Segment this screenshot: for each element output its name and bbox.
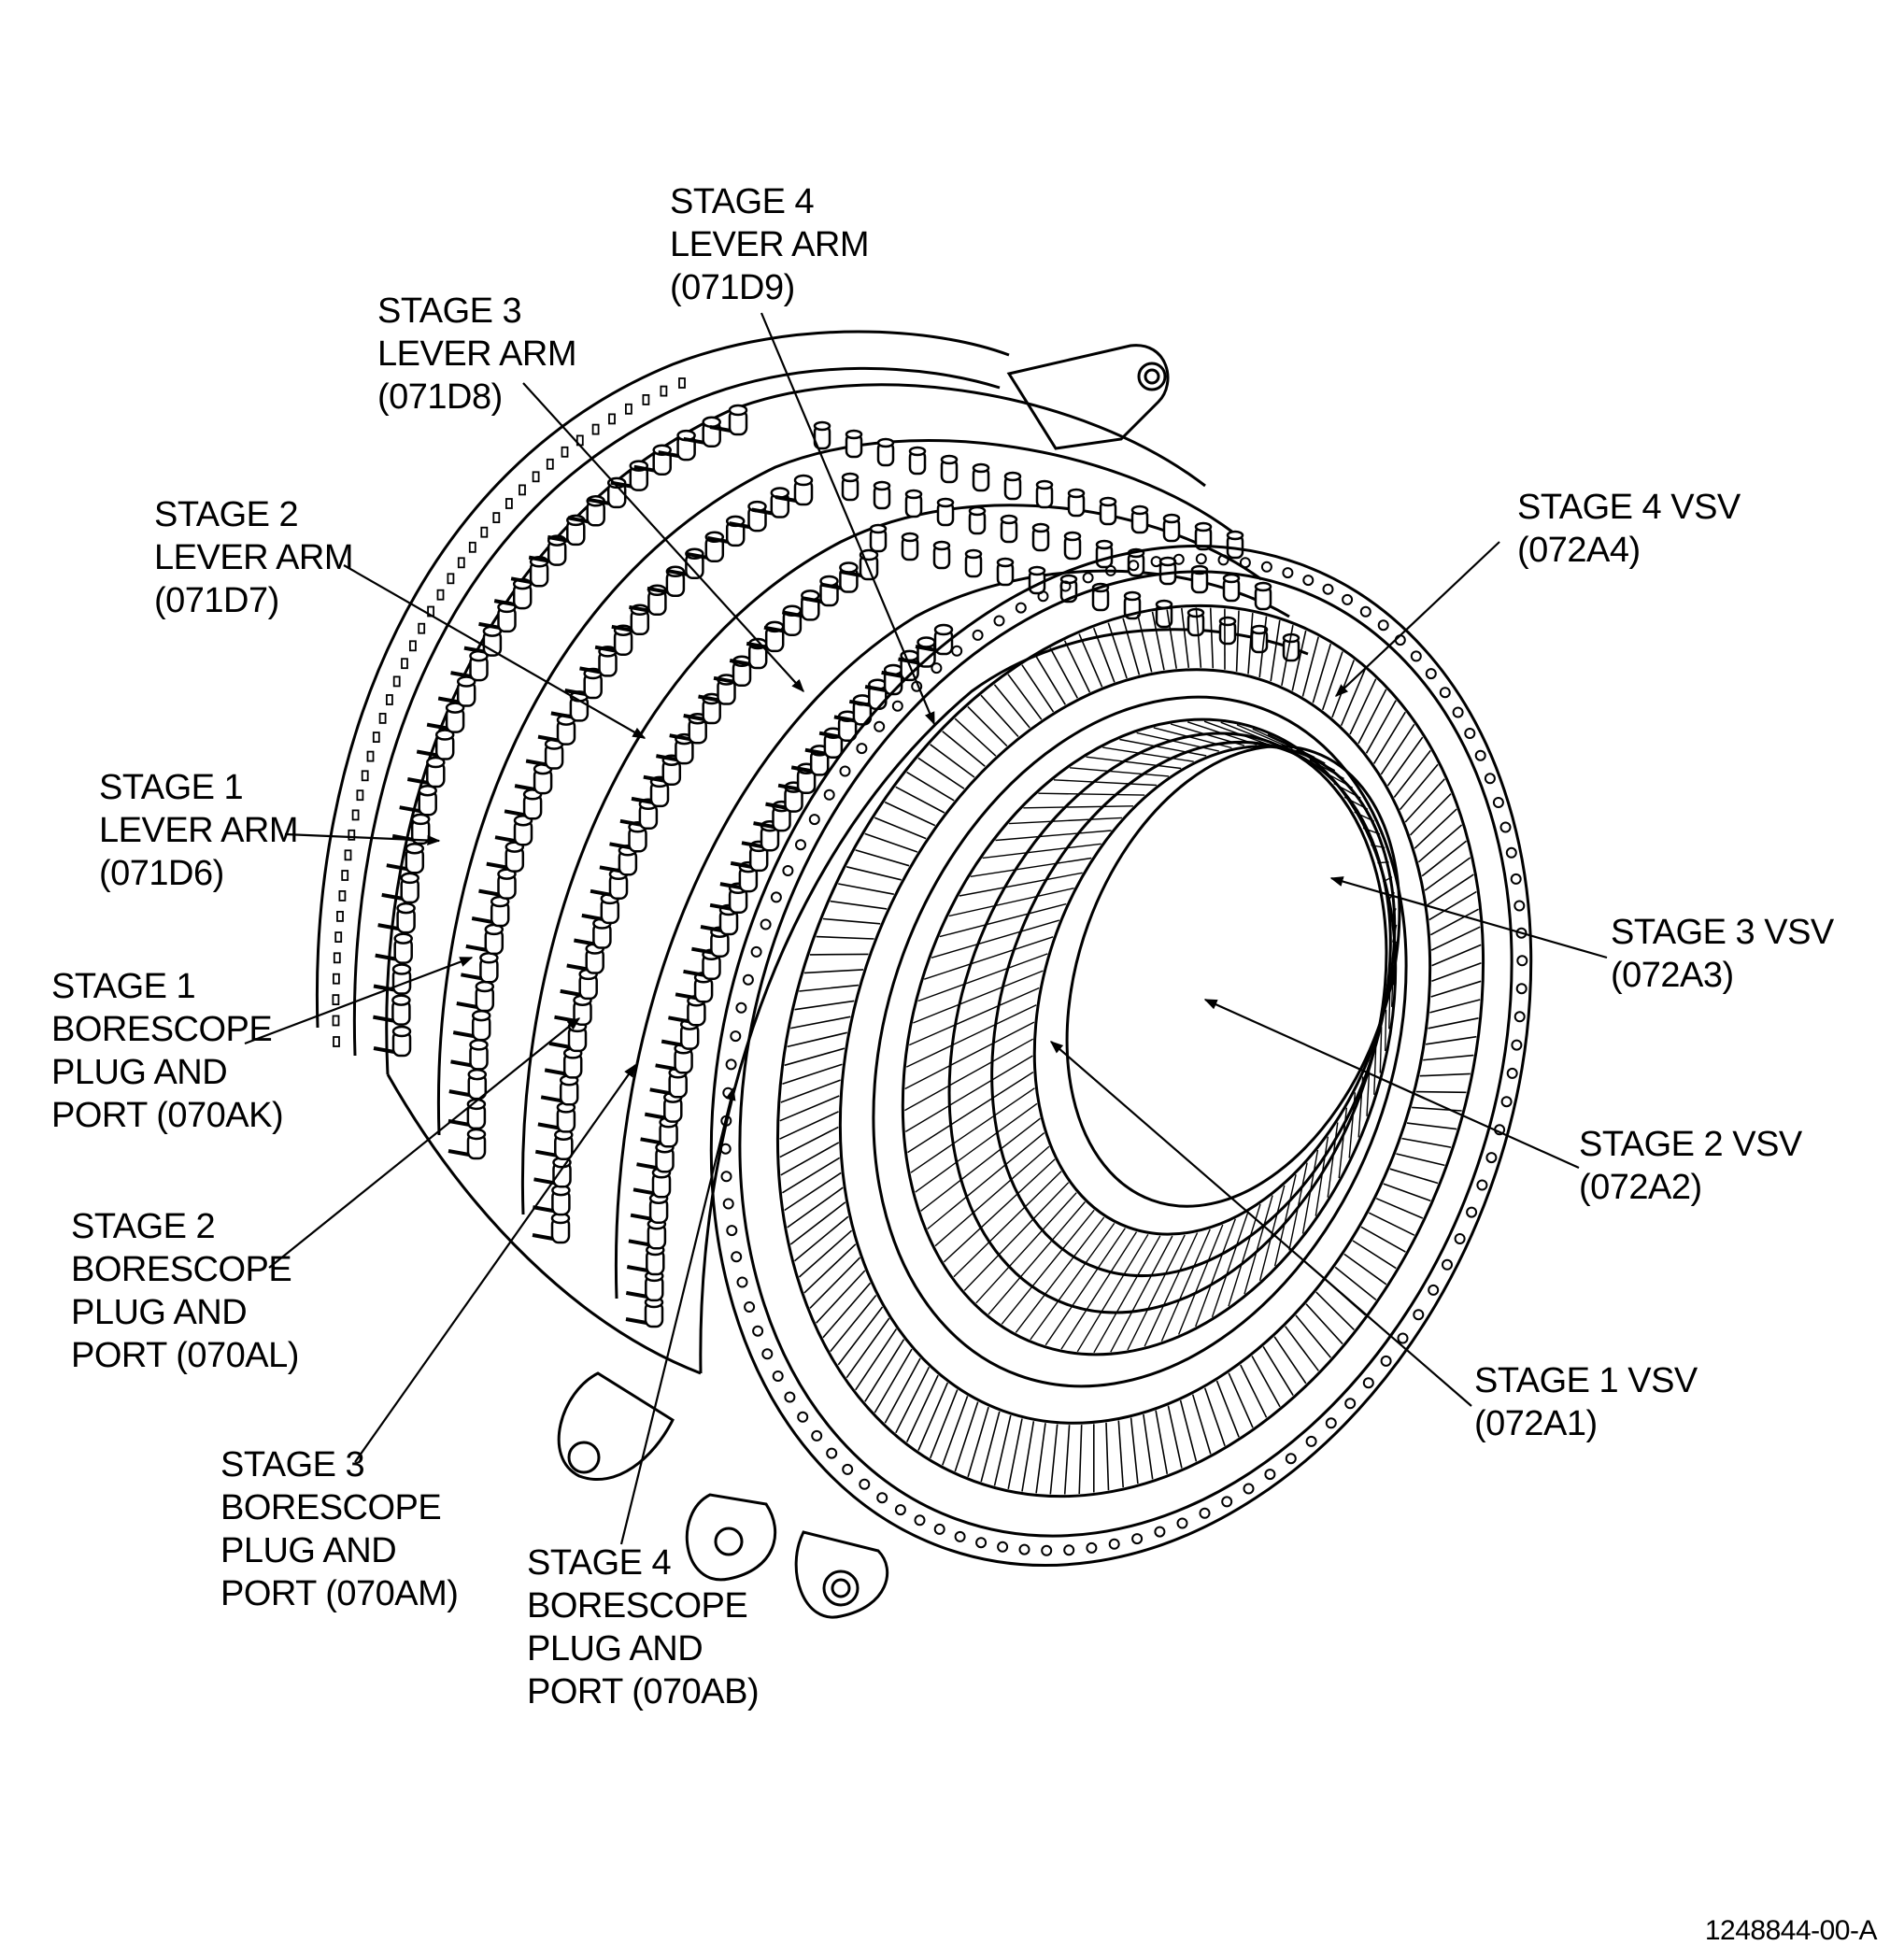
leader-stage2-vsv	[1203, 998, 1580, 1170]
callout-line: (072A1)	[1474, 1404, 1598, 1443]
callout-line: LEVER ARM	[154, 538, 354, 577]
callout-line: LEVER ARM	[377, 334, 577, 374]
top-mounting-lug	[1006, 344, 1170, 450]
callout-line: (071D8)	[377, 377, 503, 417]
callout-stage1-vsv: STAGE 1 VSV (072A1)	[1474, 1359, 1698, 1445]
callout-line: STAGE 1	[51, 967, 196, 1006]
leader-stage3-lever-arm	[522, 382, 804, 693]
callout-line: BORESCOPE	[51, 1010, 273, 1049]
back-flange-bolt-holes	[332, 377, 686, 1047]
callout-stage4-lever-arm: STAGE 4 LEVER ARM (071D9)	[670, 180, 870, 309]
leader-stage1-borescope	[244, 956, 474, 1045]
inner-vane-rings	[901, 717, 1401, 1356]
callout-line: PLUG AND	[220, 1531, 397, 1570]
lever-arm-actuators	[373, 404, 1300, 1328]
callout-line: PORT (070AL)	[71, 1336, 299, 1375]
callout-stage2-vsv: STAGE 2 VSV (072A2)	[1579, 1123, 1802, 1209]
drawing-number: 1248844-00-A	[1704, 1915, 1878, 1946]
callout-line: PLUG AND	[51, 1053, 228, 1092]
callout-line: (072A3)	[1611, 956, 1734, 995]
leader-stage4-borescope	[619, 1087, 736, 1545]
callout-line: STAGE 4	[670, 182, 815, 221]
callout-leaders	[244, 312, 1608, 1545]
callout-line: (072A2)	[1579, 1168, 1702, 1207]
callout-line: LEVER ARM	[99, 811, 299, 850]
callout-line: STAGE 4 VSV	[1517, 488, 1741, 527]
callout-stage3-vsv: STAGE 3 VSV (072A3)	[1611, 911, 1834, 997]
callout-line: STAGE 2 VSV	[1579, 1125, 1802, 1164]
callout-line: BORESCOPE	[527, 1586, 748, 1626]
callout-line: PLUG AND	[527, 1629, 703, 1669]
callout-line: STAGE 1	[99, 768, 244, 807]
callout-line: STAGE 3 VSV	[1611, 913, 1834, 952]
front-flange-bolt-holes	[719, 553, 1528, 1556]
callout-line: STAGE 3	[220, 1445, 365, 1484]
leader-stage3-vsv	[1329, 876, 1608, 959]
callout-stage3-borescope: STAGE 3 BORESCOPE PLUG AND PORT (070AM)	[220, 1443, 459, 1615]
rear-mounting-flange	[315, 330, 1010, 1057]
callout-line: STAGE 4	[527, 1543, 672, 1583]
callout-stage1-borescope: STAGE 1 BORESCOPE PLUG AND PORT (070AK)	[51, 965, 284, 1137]
callout-line: (071D6)	[99, 854, 224, 893]
leader-stage4-lever-arm	[760, 312, 936, 726]
leader-stage4-vsv	[1334, 541, 1500, 697]
leader-stage3-borescope	[354, 1063, 636, 1463]
callout-line: PORT (070AM)	[220, 1574, 459, 1613]
callout-line: STAGE 1 VSV	[1474, 1361, 1698, 1400]
callout-line: STAGE 2	[71, 1207, 216, 1246]
inner-stage-vanes	[904, 720, 1398, 1354]
callout-line: PORT (070AB)	[527, 1672, 760, 1711]
leader-stage1-lever-arm	[284, 832, 441, 846]
callout-line: (072A4)	[1517, 531, 1641, 570]
bottom-mounting-lugs	[557, 1371, 888, 1619]
callout-stage2-borescope: STAGE 2 BORESCOPE PLUG AND PORT (070AL)	[71, 1205, 299, 1377]
callout-line: (071D9)	[670, 268, 795, 307]
callout-line: PLUG AND	[71, 1293, 248, 1332]
callout-line: (071D7)	[154, 581, 279, 620]
callout-line: LEVER ARM	[670, 225, 870, 264]
callout-line: PORT (070AK)	[51, 1096, 284, 1135]
callout-line: STAGE 2	[154, 495, 299, 534]
callout-stage2-lever-arm: STAGE 2 LEVER ARM (071D7)	[154, 493, 354, 622]
callout-line: STAGE 3	[377, 291, 522, 331]
callout-line: BORESCOPE	[71, 1250, 292, 1289]
leader-stage2-lever-arm	[343, 564, 647, 739]
callout-stage1-lever-arm: STAGE 1 LEVER ARM (071D6)	[99, 766, 299, 895]
leader-stage1-vsv	[1049, 1041, 1472, 1407]
callout-line: BORESCOPE	[220, 1488, 442, 1527]
callout-stage4-vsv: STAGE 4 VSV (072A4)	[1517, 486, 1741, 572]
leader-stage2-borescope	[268, 1017, 581, 1269]
